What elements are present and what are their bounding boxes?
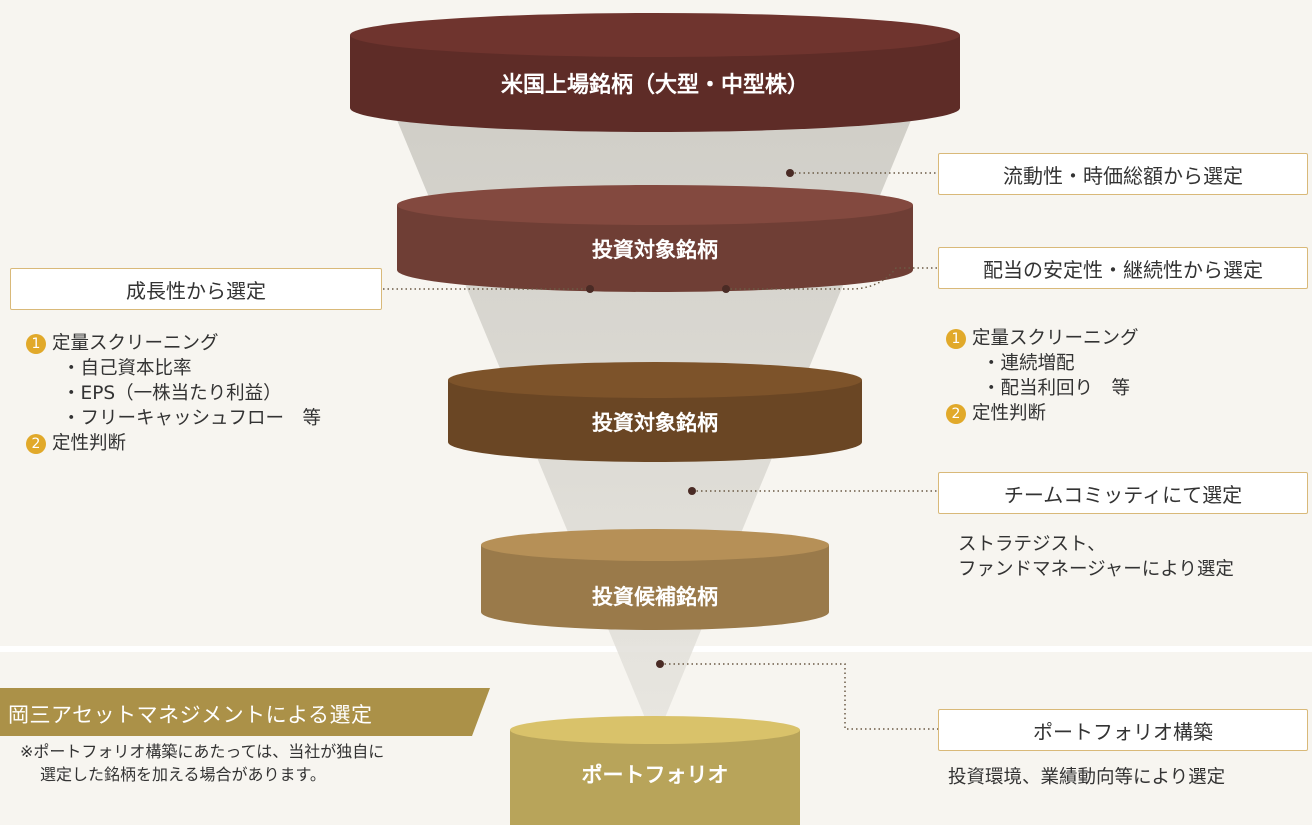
tier-5: [510, 716, 800, 825]
connector-dot: [586, 285, 594, 293]
criteria-team-label: チームコミッティにて選定: [1003, 482, 1243, 507]
tier-3-top: [448, 362, 862, 398]
tier-1-label: 米国上場銘柄（大型・中型株）: [501, 72, 809, 98]
criteria-liquidity-box: 流動性・時価総額から選定: [938, 153, 1308, 195]
footnote: ※ポートフォリオ構築にあたっては、当社が独自に 選定した銘柄を加える場合がありま…: [20, 740, 384, 786]
growth-sub-3: ・フリーキャッシュフロー 等: [62, 408, 322, 429]
tier-2-top: [397, 185, 913, 225]
tier-4-top: [481, 529, 829, 561]
tier-1: [350, 13, 960, 132]
portfolio-details: 投資環境、業績動向等により選定: [948, 767, 1226, 788]
criteria-dividend-label: 配当の安定性・継続性から選定: [983, 257, 1263, 282]
tier-2-body: [397, 205, 913, 292]
number-1-icon: 1: [26, 334, 46, 354]
connector-dot: [656, 660, 664, 668]
tier-1-top: [350, 13, 960, 57]
tier-5-label: ポートフォリオ: [582, 763, 729, 787]
dividend-sub-1: ・連続増配: [982, 353, 1075, 374]
tier-2: [397, 185, 913, 292]
connector-dot: [688, 487, 696, 495]
connector-portfolio: [660, 663, 938, 730]
growth-sub-2: ・EPS（一株当たり利益）: [62, 383, 282, 404]
dividend-sub-2: ・配当利回り 等: [982, 378, 1131, 399]
criteria-liquidity-label: 流動性・時価総額から選定: [1003, 163, 1243, 188]
tier-4-label: 投資候補銘柄: [592, 585, 718, 609]
tier-3: [448, 362, 862, 462]
connector-dot: [786, 169, 794, 177]
tier-1-body: [350, 35, 960, 132]
criteria-dividend-box: 配当の安定性・継続性から選定: [938, 247, 1308, 289]
footnote-line-1: ※ポートフォリオ構築にあたっては、当社が独自に: [20, 742, 385, 761]
tier-5-top: [510, 716, 800, 744]
criteria-portfolio-label: ポートフォリオ構築: [1033, 719, 1213, 744]
criteria-team-box: チームコミッティにて選定: [938, 472, 1308, 514]
criteria-portfolio-box: ポートフォリオ構築: [938, 709, 1308, 751]
tier-4-body: [481, 545, 829, 630]
connector-dot: [722, 285, 730, 293]
criteria-growth-label: 成長性から選定: [126, 278, 266, 303]
team-details: ストラテジスト、 ファンドマネージャーにより選定: [958, 532, 1234, 582]
banner-title: 岡三アセットマネジメントによる選定: [8, 703, 373, 727]
banner-shape: [0, 688, 490, 736]
tier-5-body: [510, 730, 800, 825]
tier-3-label: 投資対象銘柄: [592, 411, 718, 435]
team-detail-line-1: ストラテジスト、: [958, 534, 1106, 555]
number-2-icon: 2: [26, 434, 46, 454]
footnote-line-2: 選定した銘柄を加える場合があります。: [40, 765, 326, 784]
criteria-growth-box: 成長性から選定: [10, 268, 382, 310]
number-2-icon: 2: [946, 404, 966, 424]
growth-sub-1: ・自己資本比率: [62, 358, 192, 379]
tier-3-body: [448, 380, 862, 462]
number-1-icon: 1: [946, 329, 966, 349]
team-detail-line-2: ファンドマネージャーにより選定: [958, 559, 1234, 580]
connector-dividend: [726, 267, 938, 290]
tier-4: [481, 529, 829, 630]
tier-2-label: 投資対象銘柄: [592, 238, 718, 262]
